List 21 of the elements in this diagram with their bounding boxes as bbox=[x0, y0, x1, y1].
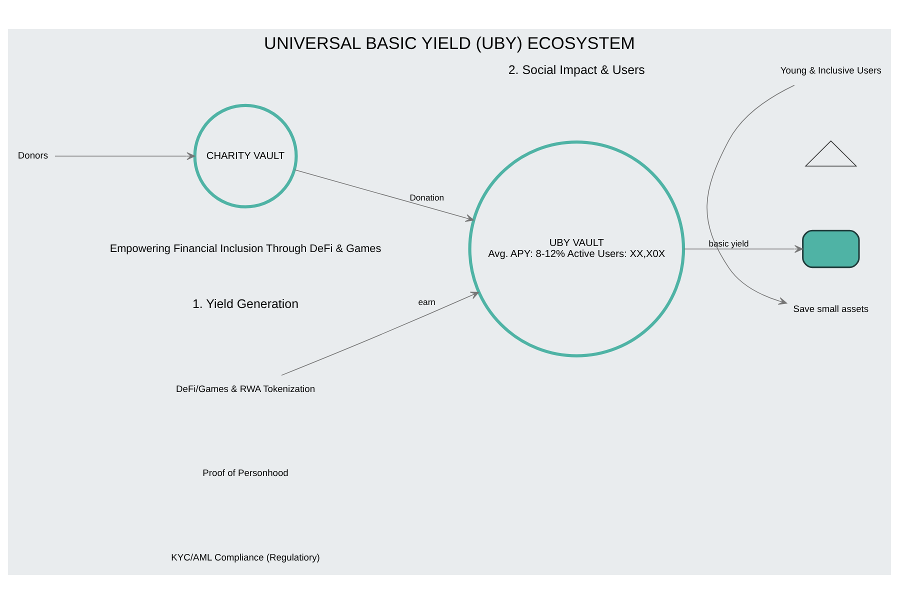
node-card bbox=[802, 230, 860, 268]
node-text: Donors bbox=[18, 150, 48, 161]
node-text: Save small assets bbox=[793, 304, 869, 314]
diagram-title: UNIVERSAL BASIC YIELD (UBY) ECOSYSTEM bbox=[264, 32, 635, 53]
node-text: DeFi/Games & RWA Tokenization bbox=[176, 384, 316, 394]
label: 2. Social Impact & Users bbox=[508, 63, 645, 78]
edge-label: basic yield bbox=[708, 238, 749, 248]
edge-label: Donation bbox=[410, 192, 444, 202]
node-triangle bbox=[804, 140, 858, 166]
label: 1. Yield Generation bbox=[192, 297, 299, 312]
label: Proof of Personhood bbox=[202, 468, 288, 478]
arrow bbox=[706, 84, 795, 305]
label: KYC/AML Compliance (Regulatiory) bbox=[171, 552, 320, 562]
edge-label: earn bbox=[418, 296, 436, 307]
arrow bbox=[683, 245, 803, 253]
arrow bbox=[294, 169, 474, 222]
label: Empowering Financial Inclusion Through DeFi & Games bbox=[110, 242, 382, 255]
node-circle: CHARITY VAULT bbox=[193, 104, 298, 208]
arrow bbox=[54, 152, 196, 160]
node-text: Young & Inclusive Users bbox=[780, 66, 882, 76]
arrow bbox=[281, 292, 480, 376]
